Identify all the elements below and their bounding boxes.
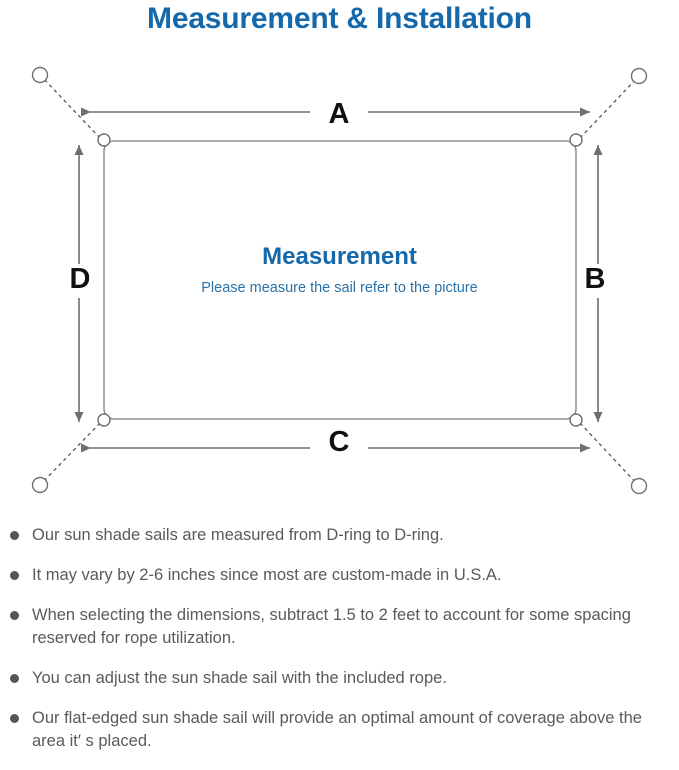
d-ring-top-right bbox=[569, 133, 583, 147]
dimension-label-a: A bbox=[328, 98, 350, 130]
note-text: When selecting the dimensions, subtract … bbox=[32, 606, 631, 647]
note-text: You can adjust the sun shade sail with t… bbox=[32, 669, 447, 687]
anchor-point-top-right bbox=[630, 67, 648, 85]
list-item: Our sun shade sails are measured from D-… bbox=[0, 524, 679, 547]
dimension-label-c: C bbox=[328, 426, 350, 458]
anchor-point-bottom-right bbox=[630, 477, 648, 495]
list-item: It may vary by 2-6 inches since most are… bbox=[0, 564, 679, 587]
note-text: It may vary by 2-6 inches since most are… bbox=[32, 566, 502, 584]
list-item: You can adjust the sun shade sail with t… bbox=[0, 667, 679, 690]
bullet-icon bbox=[10, 714, 19, 723]
measurement-installation-page: Measurement & Installation bbox=[0, 2, 679, 750]
rope-top-left bbox=[39, 74, 101, 139]
rope-bottom-right bbox=[579, 422, 640, 487]
note-text: Our sun shade sails are measured from D-… bbox=[32, 526, 444, 544]
bullet-icon bbox=[10, 531, 19, 540]
rope-top-right bbox=[579, 75, 640, 139]
d-ring-bottom-right bbox=[569, 413, 583, 427]
anchor-point-bottom-left bbox=[31, 476, 49, 494]
list-item: When selecting the dimensions, subtract … bbox=[0, 604, 679, 650]
measurement-diagram: A B C D Measurement Please measure the s… bbox=[0, 46, 679, 516]
notes-list: Our sun shade sails are measured from D-… bbox=[0, 524, 679, 770]
page-title: Measurement & Installation bbox=[147, 2, 532, 35]
d-ring-top-left bbox=[97, 133, 111, 147]
rope-bottom-left bbox=[39, 422, 101, 486]
anchor-point-top-left bbox=[31, 66, 49, 84]
diagram-center-title: Measurement bbox=[262, 243, 417, 270]
sail-body bbox=[103, 140, 577, 420]
list-item: Our flat-edged sun shade sail will provi… bbox=[0, 707, 679, 753]
dimension-label-b: B bbox=[584, 263, 606, 295]
diagram-center-subtitle: Please measure the sail refer to the pic… bbox=[201, 280, 478, 296]
bullet-icon bbox=[10, 674, 19, 683]
bullet-icon bbox=[10, 571, 19, 580]
bullet-icon bbox=[10, 611, 19, 620]
dimension-label-d: D bbox=[69, 263, 91, 295]
diagram-svg bbox=[31, 66, 648, 495]
d-ring-bottom-left bbox=[97, 413, 111, 427]
note-text: Our flat-edged sun shade sail will provi… bbox=[32, 709, 642, 750]
